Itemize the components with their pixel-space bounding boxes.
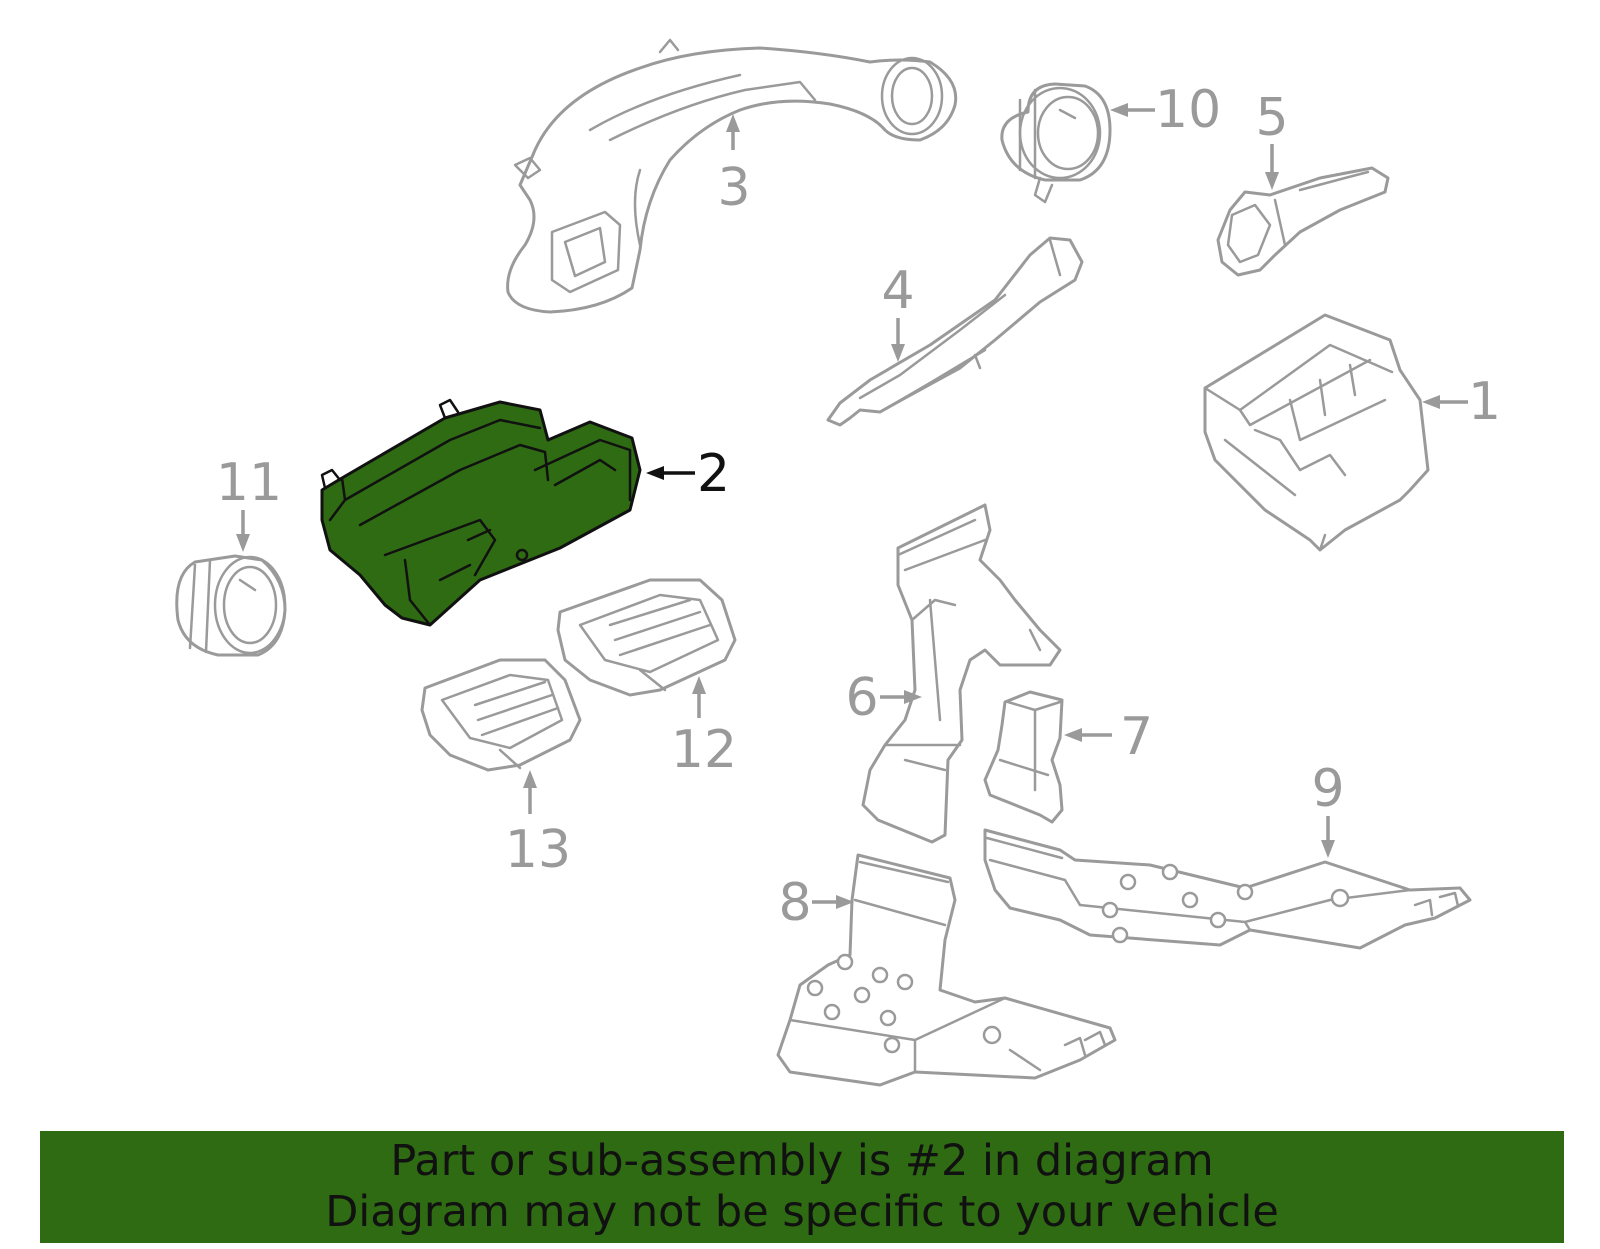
callout-12: 12	[671, 676, 737, 780]
banner-line-2: Diagram may not be specific to your vehi…	[325, 1187, 1279, 1237]
part-8-floor-duct[interactable]	[776, 853, 1117, 1087]
callout-4: 4	[881, 261, 915, 362]
part-2-highlighted-duct[interactable]	[320, 398, 642, 627]
part-12-vent[interactable]	[556, 578, 737, 697]
part-7-duct[interactable]	[983, 690, 1064, 824]
part-2-body	[320, 400, 642, 627]
callout-7: 7	[1064, 707, 1153, 767]
callout-10: 10	[1110, 80, 1221, 140]
callout-label-13: 13	[505, 820, 571, 880]
callout-label-1: 1	[1468, 372, 1501, 432]
callout-label-8: 8	[778, 873, 811, 933]
callout-label-12: 12	[671, 720, 737, 780]
callout-2: 2	[646, 444, 730, 504]
callout-8: 8	[778, 873, 854, 933]
callout-label-6: 6	[845, 668, 878, 728]
info-banner: Part or sub-assembly is #2 in diagram Di…	[40, 1131, 1564, 1243]
callout-13: 13	[505, 770, 571, 880]
part-11-round-vent[interactable]	[175, 554, 287, 657]
part-3-duct[interactable]	[506, 38, 958, 314]
callout-6: 6	[845, 668, 922, 728]
part-10-round-vent[interactable]	[1000, 82, 1112, 204]
part-1-housing[interactable]	[1203, 313, 1430, 552]
part-6-duct[interactable]	[861, 503, 1062, 844]
banner-line-1: Part or sub-assembly is #2 in diagram	[390, 1136, 1214, 1186]
callout-9: 9	[1311, 759, 1345, 858]
callout-label-2: 2	[697, 444, 730, 504]
callout-label-3: 3	[717, 158, 750, 218]
callout-5: 5	[1255, 88, 1289, 190]
part-5-vent[interactable]	[1216, 166, 1390, 277]
callout-3: 3	[717, 114, 751, 218]
callout-label-7: 7	[1120, 707, 1153, 767]
part-13-vent[interactable]	[420, 658, 582, 772]
callout-label-11: 11	[216, 453, 282, 513]
callout-11: 11	[216, 453, 282, 552]
part-9-floor-duct[interactable]	[983, 828, 1472, 950]
callout-label-4: 4	[881, 261, 914, 321]
callout-label-5: 5	[1255, 88, 1288, 148]
callout-label-10: 10	[1155, 80, 1221, 140]
callout-label-9: 9	[1311, 759, 1344, 819]
part-4-duct[interactable]	[826, 236, 1084, 427]
callout-1: 1	[1422, 372, 1501, 432]
